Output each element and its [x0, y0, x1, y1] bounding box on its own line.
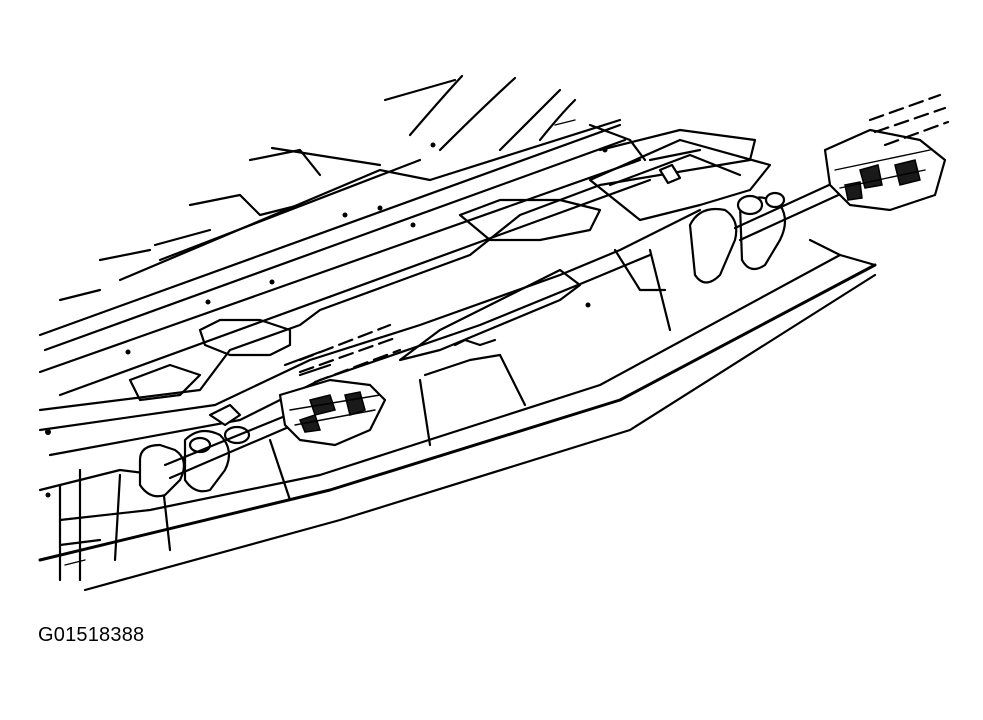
floor-rails	[38, 118, 652, 397]
right-anchor-assembly	[688, 128, 947, 284]
right-upper-bracket	[588, 138, 772, 222]
lower-sill-panel	[38, 238, 877, 592]
figure-id-label: G01518388	[38, 624, 145, 646]
floor-pan	[38, 128, 757, 498]
upper-body-panels	[58, 74, 577, 302]
left-anchor-assembly	[138, 350, 387, 498]
left-cable-dashes	[298, 323, 402, 384]
right-cable-dashes	[868, 93, 950, 147]
